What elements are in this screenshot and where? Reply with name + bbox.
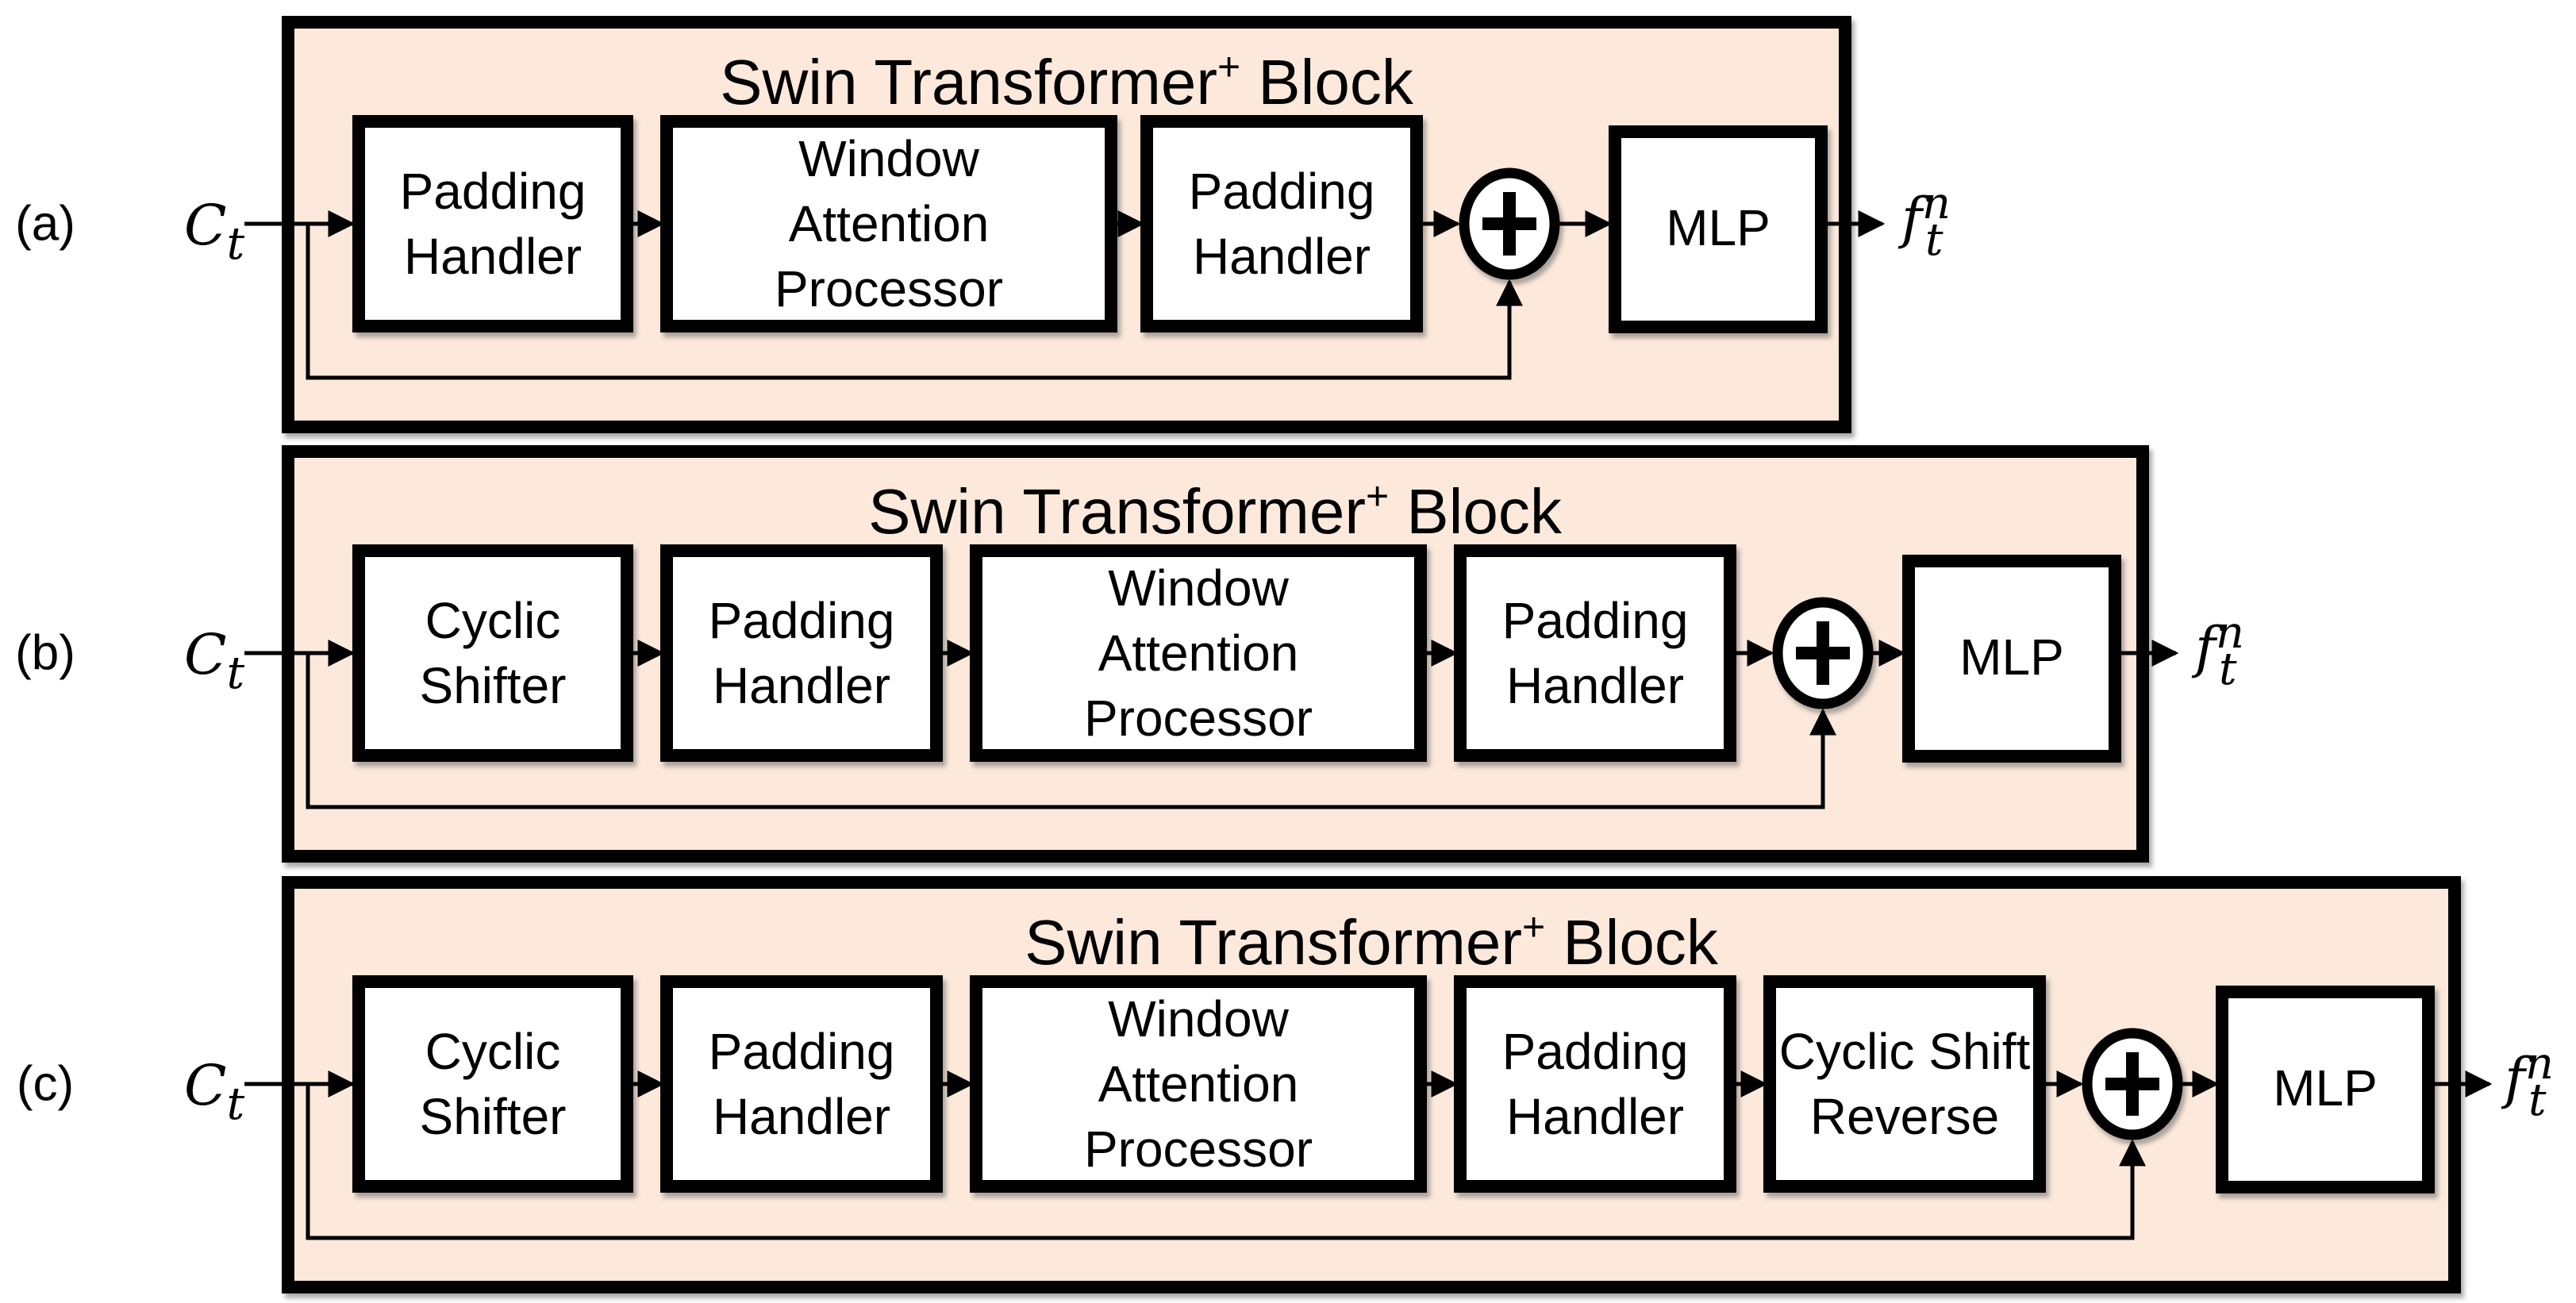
add-operator [2082, 1028, 2183, 1140]
input-symbol: Ct [184, 1053, 245, 1130]
box-label: MLP [2273, 1059, 2378, 1117]
row-label-a: (a) [15, 197, 75, 252]
box-mlp: MLP [2216, 986, 2435, 1193]
box-label: MLP [1666, 199, 1771, 256]
plus-icon [1796, 621, 1850, 685]
box-rect [660, 975, 943, 1193]
box-rect [2216, 986, 2435, 1193]
block-title: Swin Transformer+Block [720, 44, 1414, 117]
row-label-b: (b) [15, 626, 75, 681]
box-rect [1763, 975, 2046, 1193]
plus-icon [1482, 192, 1536, 256]
block-title: Swin Transformer+Block [868, 474, 1563, 547]
skip-connection [306, 653, 1837, 809]
box-rect [352, 544, 633, 762]
box-rect [352, 115, 633, 332]
skip-connection [306, 224, 1524, 380]
box-rect [970, 975, 1427, 1193]
add-operator [1459, 167, 1560, 280]
box-rect [1140, 115, 1423, 332]
box-mlp: MLP [1902, 555, 2121, 763]
box-mlp: MLP [1609, 125, 1828, 333]
block-title: Swin Transformer+Block [1025, 905, 1719, 978]
box-rect [970, 544, 1427, 762]
box-rect [1902, 555, 2121, 763]
skip-connection [306, 1084, 2147, 1240]
add-operator [1772, 597, 1874, 709]
input-symbol: Ct [184, 193, 245, 270]
box-label: MLP [1959, 628, 2064, 686]
row-label-c: (c) [17, 1057, 74, 1112]
box-rect [1454, 975, 1736, 1193]
box-rect [352, 975, 633, 1193]
box-rect [1454, 544, 1736, 762]
box-rect [660, 544, 943, 762]
box-rect [1609, 125, 1828, 333]
input-symbol: Ct [184, 622, 245, 699]
plus-icon [2105, 1052, 2159, 1116]
